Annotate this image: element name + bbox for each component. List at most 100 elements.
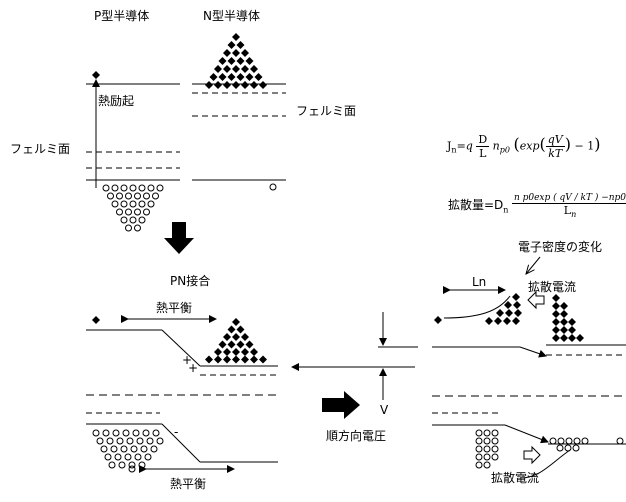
hole	[92, 429, 100, 437]
hole	[483, 429, 491, 437]
hole	[116, 437, 124, 445]
electron	[214, 81, 222, 89]
hole	[118, 461, 126, 469]
hole	[114, 453, 122, 461]
hole	[134, 453, 142, 461]
density-change-pointer	[526, 256, 541, 274]
electron	[514, 309, 522, 317]
fb-n-hole	[616, 437, 624, 445]
fb-injected-electrons	[485, 293, 522, 325]
electron	[513, 301, 521, 309]
n-type-label: N型半導体	[203, 9, 260, 23]
electron	[232, 81, 240, 89]
n-type-electrons	[205, 33, 267, 89]
electron	[236, 340, 245, 349]
diffusion-current-label-top: 拡散電流	[528, 280, 577, 294]
electron	[552, 302, 560, 310]
hole	[104, 453, 112, 461]
fermi-label-right: フェルミ面	[296, 104, 357, 118]
electron	[485, 317, 493, 325]
hole	[129, 200, 137, 208]
hole	[134, 192, 141, 200]
hole	[147, 200, 155, 208]
electron	[232, 49, 240, 57]
hole	[125, 224, 132, 232]
electron	[236, 57, 245, 65]
diff-den: Ln	[512, 204, 626, 219]
electron	[223, 81, 231, 89]
electron	[254, 73, 263, 81]
diff-den-l: L	[563, 204, 572, 217]
electron	[241, 348, 249, 356]
electron	[232, 318, 240, 326]
electron	[218, 57, 227, 65]
p-type-label: P型半導体	[94, 9, 150, 23]
electron	[241, 81, 249, 89]
diff-den-sub: n	[571, 210, 577, 220]
hole	[111, 184, 119, 192]
electron	[218, 73, 227, 81]
electron	[552, 334, 560, 342]
hole	[138, 461, 146, 469]
hole	[140, 445, 148, 453]
electron	[232, 355, 240, 364]
hole	[573, 437, 581, 445]
hole	[120, 184, 128, 192]
hole	[106, 437, 114, 445]
electron	[568, 334, 576, 342]
hole	[475, 453, 483, 461]
hole	[475, 461, 483, 469]
hole	[556, 444, 564, 452]
hole	[146, 437, 154, 445]
fb-p-electron	[434, 316, 442, 324]
voltage-label: V	[380, 403, 389, 417]
hole	[120, 445, 128, 453]
hole	[96, 437, 104, 445]
hole	[116, 208, 123, 216]
electron	[576, 334, 584, 342]
electron	[223, 65, 231, 73]
electron	[209, 73, 218, 81]
diff-lhs: 拡散量=D	[448, 198, 504, 213]
electron	[245, 340, 254, 349]
electron	[250, 355, 258, 364]
ln-label: Ln	[472, 275, 487, 289]
electron	[227, 41, 236, 49]
hole	[475, 437, 483, 445]
hole	[126, 437, 134, 445]
electron	[568, 326, 576, 334]
electron	[250, 348, 258, 356]
electron	[505, 309, 513, 317]
pn-equilibrium	[86, 315, 278, 473]
hole	[549, 437, 557, 445]
fb-p-holes	[475, 429, 499, 469]
hole	[138, 216, 146, 224]
hole	[491, 453, 499, 461]
hole	[491, 437, 499, 445]
fermi-label-left: フェルミ面	[10, 142, 71, 156]
electron	[250, 81, 258, 89]
hole	[475, 445, 483, 453]
hole	[483, 453, 491, 461]
electron	[241, 49, 249, 57]
qv: qV	[545, 133, 565, 147]
hole	[111, 200, 119, 208]
jn-eq: =q	[456, 139, 473, 153]
np0-sub: p0	[499, 145, 510, 155]
eq-n-hole	[128, 465, 136, 473]
hole	[483, 461, 491, 469]
hole	[565, 437, 573, 445]
hole	[128, 461, 136, 469]
plus-sign-2: +	[188, 361, 199, 375]
np0: n	[492, 139, 500, 153]
electron	[218, 340, 227, 349]
hole	[100, 445, 108, 453]
forward-bias	[432, 256, 626, 479]
hole	[483, 445, 491, 453]
electron	[560, 302, 568, 310]
diffusion-arrow-top	[527, 290, 545, 310]
hole	[108, 461, 116, 469]
fb-valence-slope	[504, 424, 549, 444]
hole	[129, 216, 137, 224]
hole	[125, 192, 132, 200]
